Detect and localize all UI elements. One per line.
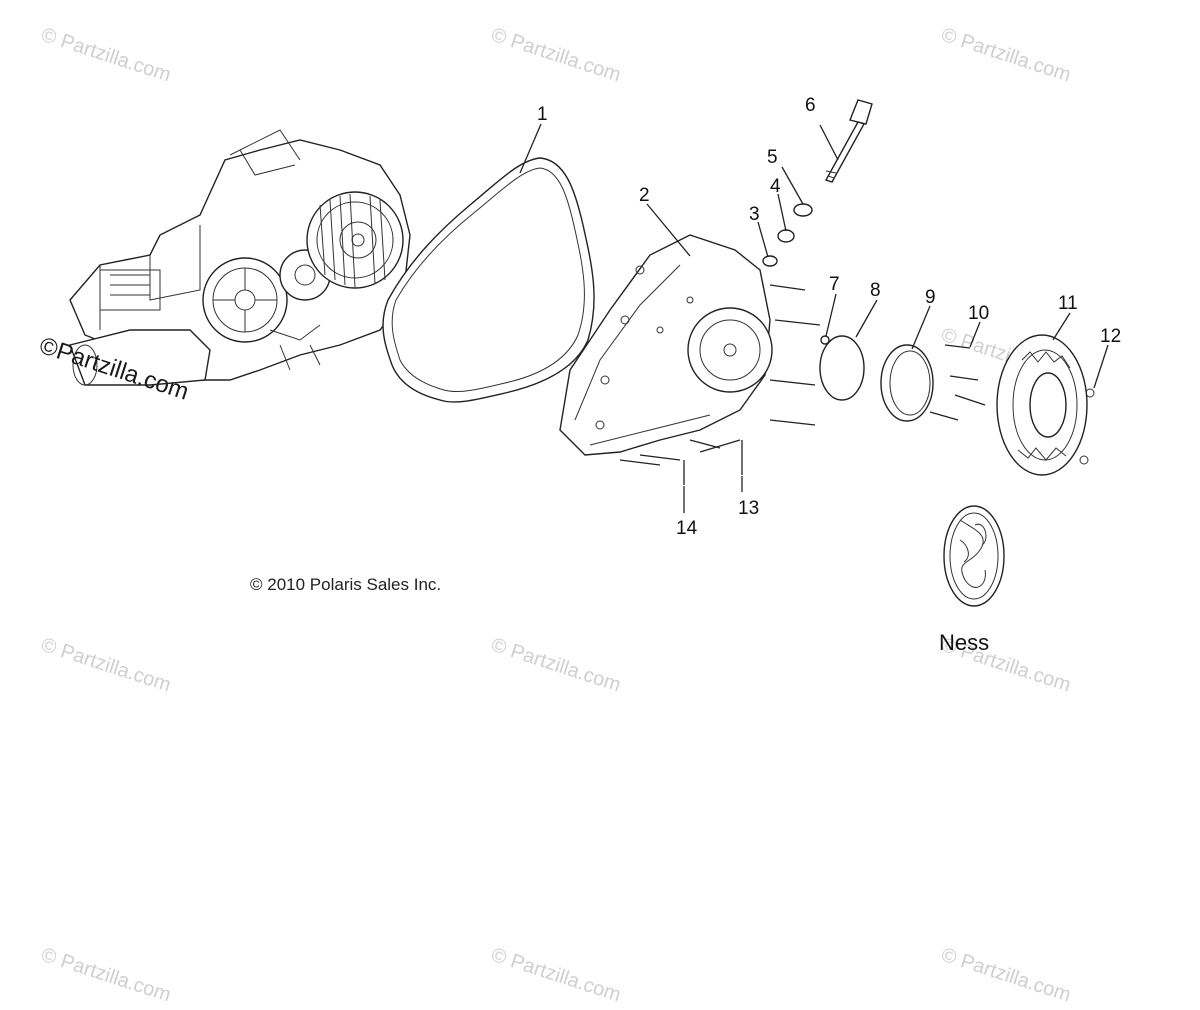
callout-1: 1: [537, 104, 548, 125]
callout-6: 6: [805, 95, 816, 116]
shaft: [824, 99, 873, 183]
callout-5: 5: [767, 147, 778, 168]
callout-7: 7: [829, 274, 840, 295]
variant-label: Ness: [939, 630, 989, 655]
watermark: © Partzilla.com: [938, 24, 1073, 87]
callouts: 1 2 3 4 5 6 7 8 9 10 11 12 13 14: [537, 95, 1121, 539]
seal: [793, 203, 813, 217]
callout-13: 13: [738, 498, 759, 519]
plug: [762, 255, 778, 267]
cap-ring: [880, 344, 934, 422]
callout-14: 14: [676, 518, 698, 539]
callout-3: 3: [749, 204, 760, 225]
watermark: © Partzilla.com: [38, 944, 173, 1007]
round-gasket: [819, 335, 865, 401]
o-ring: [777, 229, 795, 243]
callout-8: 8: [870, 280, 881, 301]
watermark: © Partzilla.com: [38, 24, 173, 87]
engine-assembly: [69, 129, 411, 386]
callout-2: 2: [639, 185, 650, 206]
callout-4: 4: [770, 176, 781, 197]
watermark: © Partzilla.com: [38, 634, 173, 697]
copyright-note: © 2010 Polaris Sales Inc.: [250, 575, 441, 594]
callout-12: 12: [1100, 326, 1121, 347]
outer-cover: [559, 234, 773, 456]
watermark: © Partzilla.com: [488, 634, 623, 697]
callout-10: 10: [968, 303, 989, 324]
watermark: © Partzilla.com: [938, 944, 1073, 1007]
screws: [929, 344, 1095, 465]
watermark: © Partzilla.com: [488, 944, 623, 1007]
ness-insert: [943, 505, 1005, 607]
callout-9: 9: [925, 287, 936, 308]
gasket: [382, 157, 595, 403]
washer: [820, 335, 830, 345]
bolts: [619, 284, 821, 485]
callout-11: 11: [1058, 293, 1078, 314]
watermark: © Partzilla.com: [488, 24, 623, 87]
derby-cover: [996, 334, 1088, 476]
leader-lines: [519, 123, 1109, 513]
